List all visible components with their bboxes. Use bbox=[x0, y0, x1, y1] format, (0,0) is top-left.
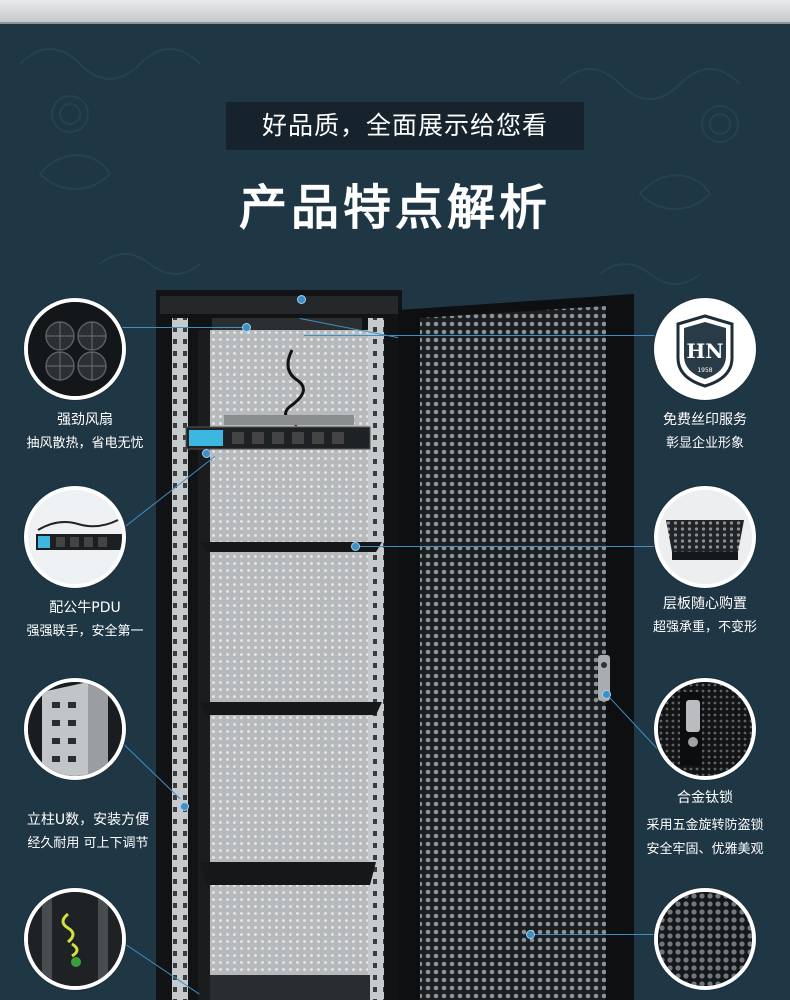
feature-logo-subtitle: 彰显企业形象 bbox=[665, 436, 744, 451]
lock-icon bbox=[658, 682, 752, 776]
feature-lock-title: 合金钛锁 bbox=[677, 790, 733, 806]
feature-rail-caption: 立柱U数，安装方便 经久耐用 可上下调节 bbox=[0, 808, 176, 856]
lock-detail-image bbox=[654, 678, 756, 780]
logo-badge-icon: HN 1958 bbox=[658, 302, 752, 396]
feature-pdu-caption: 配公牛PDU 强强联手，安全第一 bbox=[0, 596, 170, 644]
cable-detail-image bbox=[24, 888, 126, 990]
pointer-dot-rail bbox=[180, 802, 189, 811]
shelf-icon bbox=[658, 490, 752, 584]
mesh-icon bbox=[658, 892, 752, 986]
feature-shelf-subtitle: 超强承重，不变形 bbox=[652, 620, 757, 635]
shelf-detail-image bbox=[654, 486, 756, 588]
cable-icon bbox=[28, 892, 122, 986]
feature-pdu-subtitle: 强强联手，安全第一 bbox=[26, 624, 144, 639]
feature-lock-subtitle-2: 安全牢固、优雅美观 bbox=[646, 842, 764, 857]
feature-logo-title: 免费丝印服务 bbox=[663, 412, 747, 428]
fan-detail-image bbox=[24, 298, 126, 400]
feature-fan-subtitle: 抽风散热，省电无忧 bbox=[26, 436, 144, 451]
badge-monogram: HN bbox=[686, 339, 723, 363]
badge-year: 1958 bbox=[697, 367, 712, 374]
background-pattern bbox=[19, 48, 741, 285]
rail-icon bbox=[28, 682, 122, 776]
feature-fan-title: 强劲风扇 bbox=[57, 412, 113, 428]
feature-shelf-title: 层板随心购置 bbox=[663, 596, 747, 612]
feature-logo-caption: 免费丝印服务 彰显企业形象 bbox=[620, 408, 790, 456]
pointer-dot-mesh bbox=[526, 930, 535, 939]
tagline: 好品质，全面展示给您看 bbox=[226, 102, 584, 150]
feature-fan-caption: 强劲风扇 抽风散热，省电无忧 bbox=[0, 408, 170, 456]
pointer-dot-fan bbox=[242, 323, 251, 332]
feature-shelf-caption: 层板随心购置 超强承重，不变形 bbox=[620, 592, 790, 640]
feature-lock-desc: 采用五金旋转防盗锁 安全牢固、优雅美观 bbox=[620, 814, 790, 862]
connector-line-fan bbox=[118, 327, 246, 328]
connector-line-shelf bbox=[356, 546, 656, 547]
logo-print-detail-image: HN 1958 bbox=[654, 298, 756, 400]
feature-rail-subtitle: 经久耐用 可上下调节 bbox=[27, 836, 149, 851]
connector-line-mesh bbox=[530, 934, 656, 935]
pointer-dot-logo bbox=[297, 295, 306, 304]
pdu-detail-image bbox=[24, 486, 126, 588]
feature-rail-title: 立柱U数，安装方便 bbox=[26, 812, 150, 828]
pointer-dot-shelf bbox=[351, 542, 360, 551]
rail-detail-image bbox=[24, 678, 126, 780]
feature-lock-subtitle: 采用五金旋转防盗锁 bbox=[646, 818, 764, 833]
connector-line-logo bbox=[304, 335, 654, 336]
feature-lock-caption: 合金钛锁 bbox=[620, 786, 790, 810]
fan-icon bbox=[28, 302, 122, 396]
top-strip bbox=[0, 0, 790, 24]
feature-pdu-title: 配公牛PDU bbox=[49, 600, 121, 616]
pointer-dot-pdu bbox=[202, 449, 211, 458]
mesh-detail-image bbox=[654, 888, 756, 990]
page-title: 产品特点解析 bbox=[238, 180, 551, 236]
pdu-icon bbox=[28, 490, 122, 584]
pointer-dot-lock bbox=[602, 690, 611, 699]
